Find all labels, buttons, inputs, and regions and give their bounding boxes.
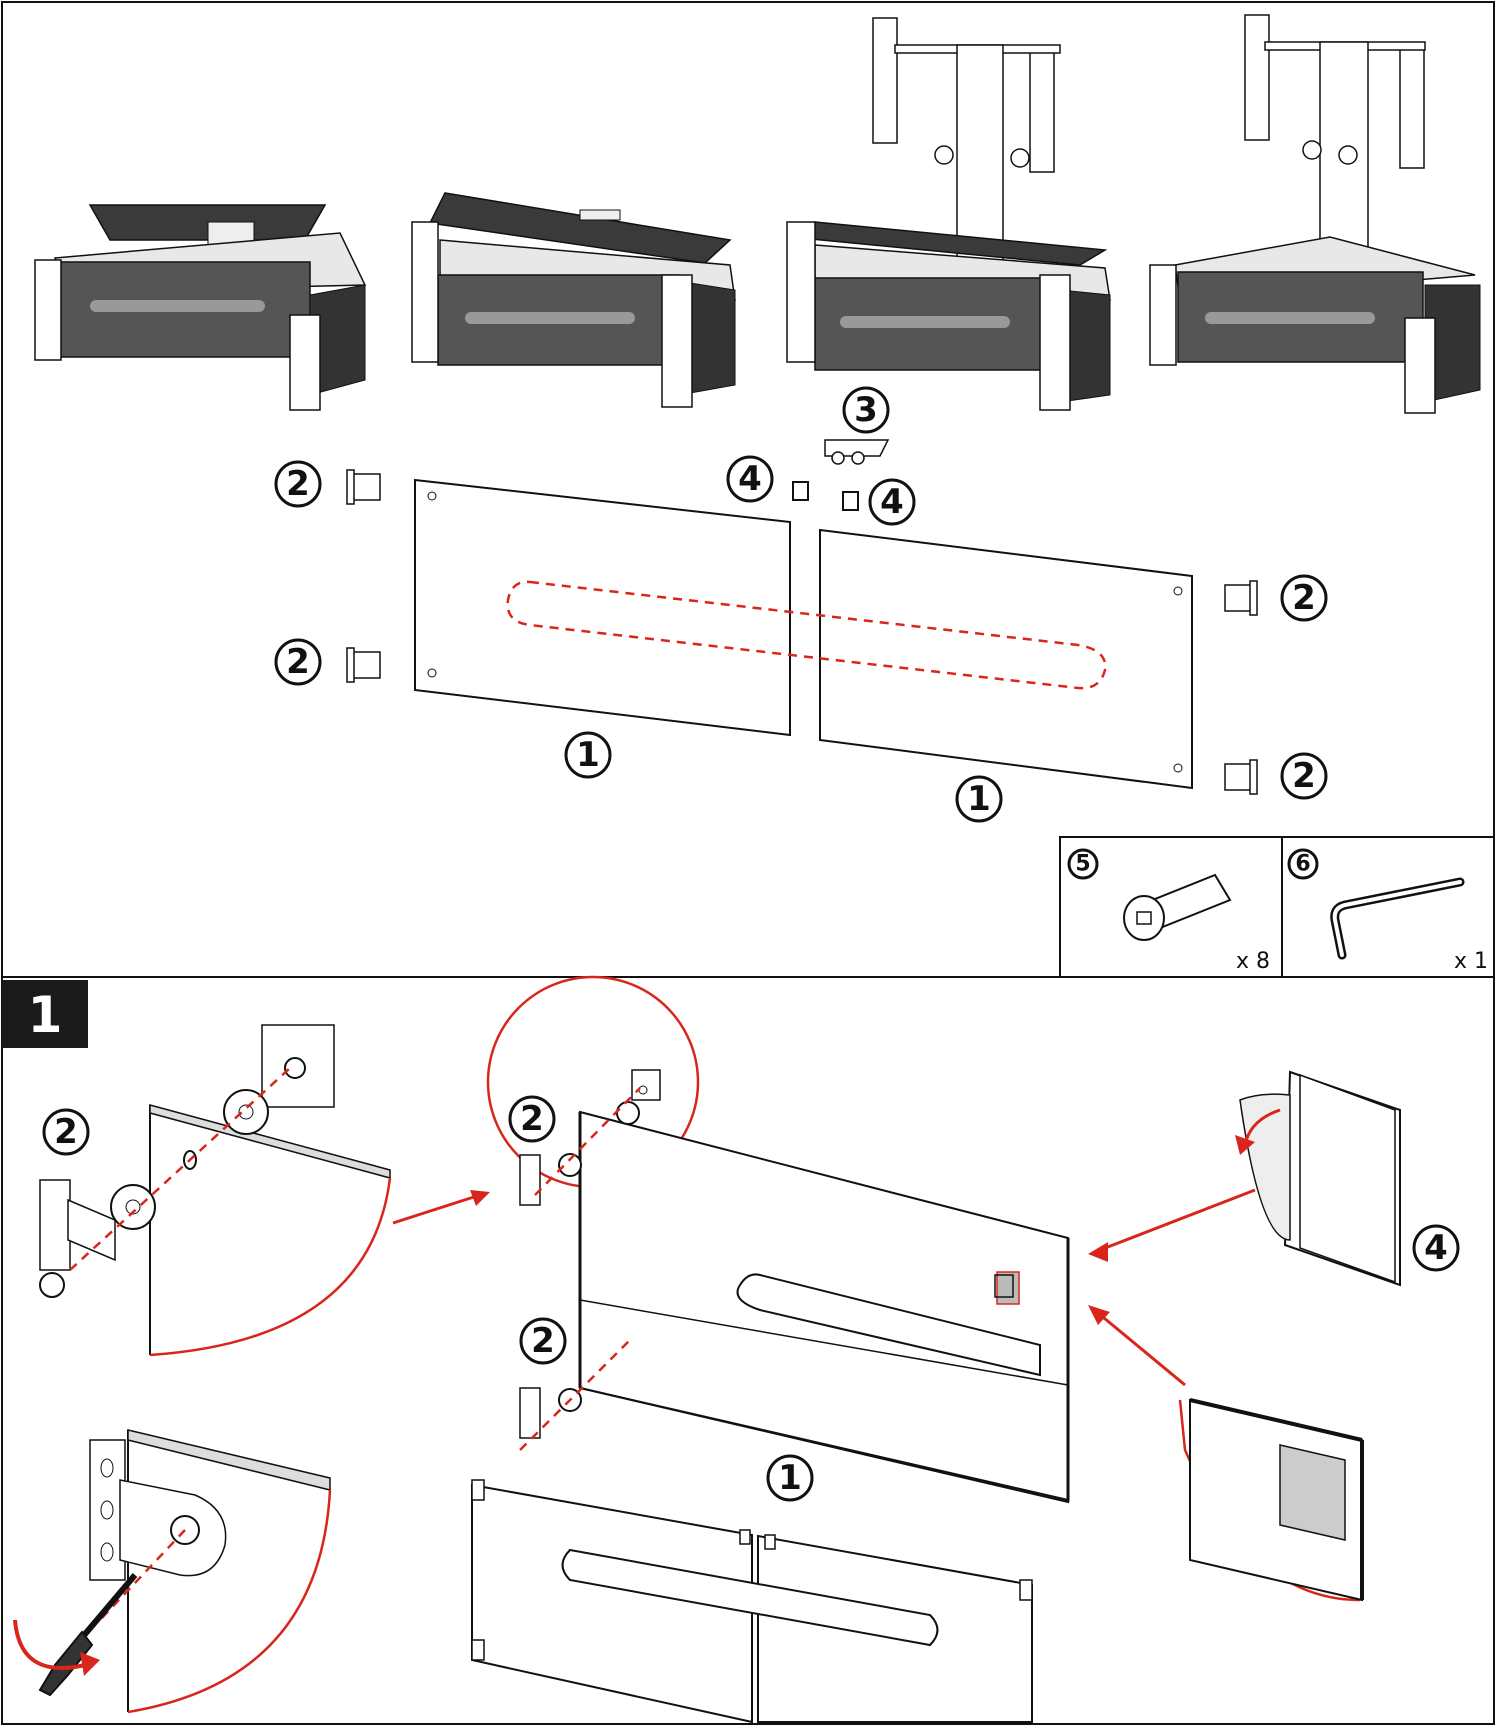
hardware-box: 5 x 8 6 x 1: [1059, 836, 1495, 978]
light-slot-outline: [506, 580, 1107, 690]
pad-position: [996, 1271, 1020, 1305]
step-number: 1: [28, 986, 63, 1044]
svg-text:2: 2: [54, 1112, 78, 1152]
svg-text:2: 2: [286, 642, 310, 682]
exploded-parts-view: 2 2 2 2 3 4 4 1 1: [274, 386, 1328, 823]
svg-text:2: 2: [1292, 756, 1316, 796]
lower-door-pair: [471, 1479, 1033, 1724]
svg-text:1: 1: [576, 735, 600, 775]
hinge-part: [346, 469, 381, 505]
cabinet-variant-2: [411, 192, 736, 408]
main-panel-view: 2 2 1: [486, 975, 1070, 1504]
key-label: 6: [1295, 852, 1310, 877]
callout-pad: 4: [726, 455, 774, 503]
svg-text:4: 4: [1424, 1228, 1448, 1268]
key-quantity: x 1: [1454, 949, 1488, 974]
allen-key-icon: [1330, 877, 1465, 960]
connector-part: [824, 439, 890, 465]
screwdriver-icon: [38, 1573, 138, 1697]
callout-hinge: 2: [1280, 752, 1328, 800]
callout-pad: 4: [1412, 1224, 1460, 1272]
hardware-bolt: 5 x 8: [1067, 848, 1270, 974]
svg-text:2: 2: [286, 464, 310, 504]
bolt-quantity: x 8: [1236, 949, 1270, 974]
arrow-to-main: [392, 1190, 490, 1225]
rotate-arrow-icon: [13, 1619, 100, 1676]
hinge-detail-exploded: 2: [39, 1024, 392, 1357]
callout-hinge: 2: [42, 1108, 90, 1156]
svg-text:4: 4: [880, 482, 904, 522]
cabinet-variant-3: [786, 17, 1111, 411]
bolt-icon: [1123, 873, 1232, 941]
step-badge: 1: [2, 980, 88, 1048]
cabinet-variant-4: [1149, 14, 1481, 414]
corner-detail: [1088, 1305, 1364, 1602]
hinge-part: [1224, 580, 1258, 616]
cabinet-variant-1: [34, 204, 367, 411]
callout-hinge: 2: [274, 638, 322, 686]
callout-connector: 3: [842, 386, 890, 434]
screwdriver-detail: [13, 1429, 332, 1714]
svg-text:2: 2: [520, 1099, 544, 1139]
svg-text:3: 3: [854, 390, 878, 430]
callout-panel: 1: [564, 731, 612, 779]
svg-text:2: 2: [1292, 578, 1316, 618]
callout-panel: 1: [766, 1454, 814, 1502]
hardware-allen-key: 6 x 1: [1287, 848, 1488, 974]
callout-hinge: 2: [519, 1317, 567, 1365]
hinge-part: [1224, 759, 1258, 795]
pad-part: [792, 481, 809, 501]
callout-hinge: 2: [508, 1095, 556, 1143]
callout-panel: 1: [955, 775, 1003, 823]
svg-text:1: 1: [967, 779, 991, 819]
glass-panel-right: [819, 528, 1193, 790]
pad-application-detail: 4: [1088, 1070, 1460, 1287]
svg-text:4: 4: [738, 459, 762, 499]
svg-text:1: 1: [778, 1458, 802, 1498]
callout-hinge: 2: [1280, 574, 1328, 622]
glass-panel-left: [414, 478, 791, 737]
bolt-label: 5: [1075, 852, 1090, 877]
callout-pad: 4: [868, 478, 916, 526]
callout-hinge: 2: [274, 460, 322, 508]
hinge-part: [346, 647, 381, 683]
svg-text:2: 2: [531, 1321, 555, 1361]
pad-part: [842, 491, 859, 511]
